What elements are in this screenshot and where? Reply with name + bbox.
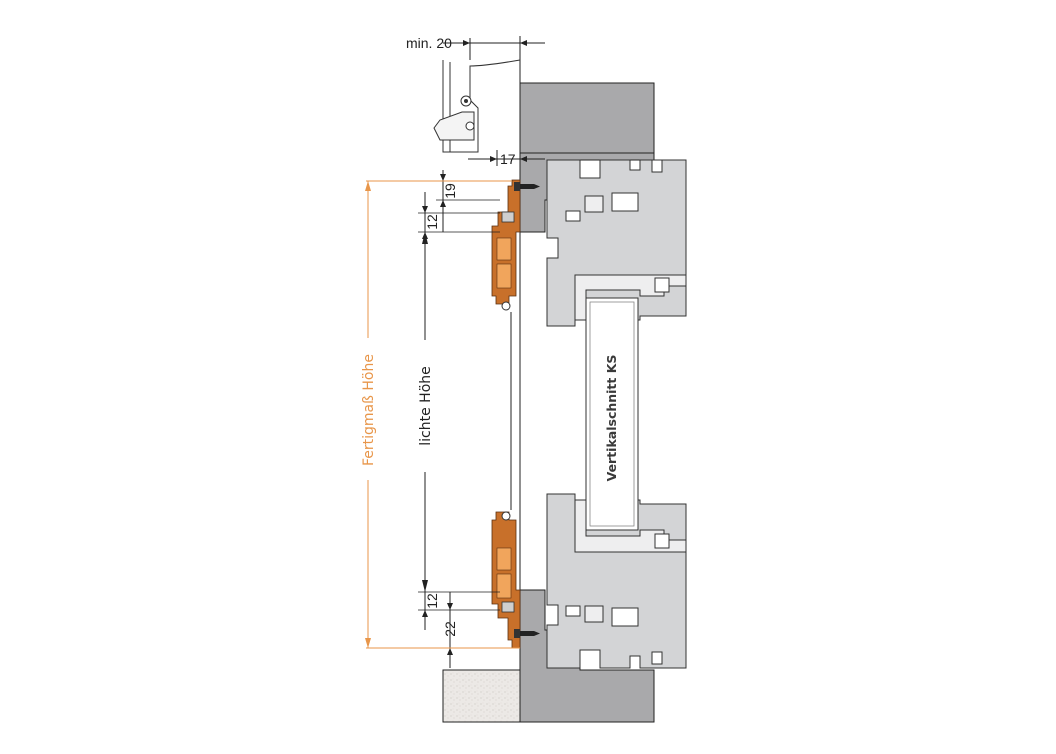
screen-frame-top-chamber-2 <box>496 263 512 289</box>
dim-22-arrow-t <box>447 603 453 610</box>
dim-19-arrow-t <box>440 174 446 181</box>
dim-22-arrow-b <box>447 648 453 655</box>
wall-upper <box>519 82 655 154</box>
dim-min20-arrow-l <box>463 40 470 46</box>
screen-hinge-top <box>501 301 511 311</box>
dim-min20-arrow-r <box>520 40 527 46</box>
dim-12b-arrow-b <box>422 610 428 617</box>
screen-frame-top-chamber-1 <box>496 237 512 261</box>
dim-12-top: 12 <box>424 214 440 230</box>
glazing-inner <box>589 301 635 527</box>
dim-19-arrow-b <box>440 200 446 207</box>
dim-fertig-arrow-b <box>365 638 371 648</box>
dim-min20: min. 20 <box>406 35 452 51</box>
floor-screed <box>442 669 521 723</box>
dim-12-bottom: 12 <box>424 593 440 609</box>
dim-fertig-arrow-t <box>365 181 371 191</box>
sash-groove-top-3 <box>584 195 604 213</box>
sash-groove-top-1 <box>565 210 581 222</box>
sash-notch-bottom-5 <box>654 533 670 549</box>
fertigmass-hoehe-label: Fertigmaß Höhe <box>361 354 377 466</box>
sash-groove-bottom-3 <box>584 605 604 623</box>
sash-groove-top-2 <box>611 192 639 212</box>
screen-clip-bottom <box>501 601 515 613</box>
dim-19: 19 <box>442 183 458 199</box>
screw-top <box>514 182 540 191</box>
roller-shutter-detail <box>433 59 521 153</box>
dim-22: 22 <box>442 621 458 637</box>
dim-lichte-arrow-t <box>422 232 428 244</box>
screw-bottom <box>514 629 540 638</box>
screen-clip-top <box>501 211 515 223</box>
dim-17-arrow-l <box>490 156 497 162</box>
screen-frame-bottom-chamber-1 <box>496 547 512 571</box>
screen-frame-bottom-chamber-2 <box>496 573 512 599</box>
screen-hinge-bottom <box>501 511 511 521</box>
dim-12t-arrow-t <box>422 206 428 213</box>
sash-groove-bottom-2 <box>611 607 639 627</box>
sash-notch-top-4 <box>651 159 663 173</box>
dim-17-arrow-r <box>520 156 527 162</box>
glazing-pane <box>585 297 639 531</box>
sash-notch-bottom-4 <box>651 651 663 665</box>
lichte-hoehe-label: lichte Höhe <box>418 366 434 445</box>
sash-groove-bottom-1 <box>565 605 581 617</box>
sash-notch-top-5 <box>654 277 670 293</box>
section-label: Vertikalschnitt KS <box>604 355 619 482</box>
dim-17: 17 <box>500 151 516 167</box>
